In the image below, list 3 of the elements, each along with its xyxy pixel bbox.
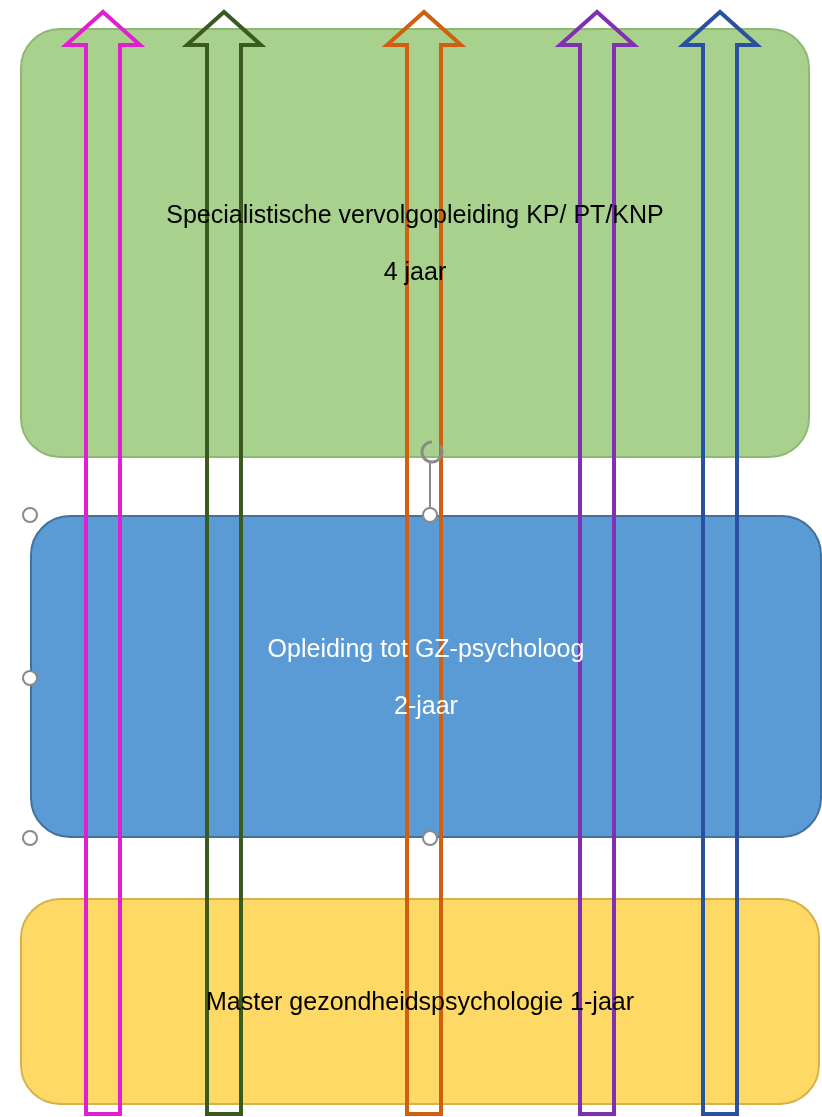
- rounded-box: [20, 898, 820, 1105]
- rounded-box: [30, 515, 822, 838]
- rounded-box: [20, 28, 810, 458]
